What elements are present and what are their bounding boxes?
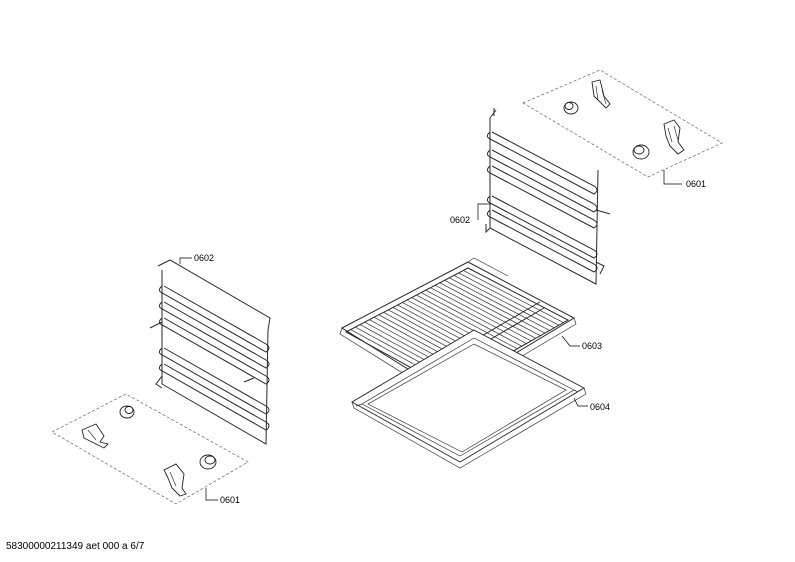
document-id-footer: 58300000211349 aet 000 a 6/7: [6, 541, 145, 552]
leader-left-rack: [179, 257, 192, 264]
bottom-left-clip-bracket-2: [163, 463, 187, 497]
top-right-stopper-2: [632, 144, 650, 160]
label-bottom-left-clips: 0601: [220, 495, 240, 505]
bottom-left-clip-area-outline: [51, 393, 249, 505]
label-wire-shelf: 0603: [582, 341, 602, 351]
label-right-rack: 0602: [450, 215, 470, 225]
wire-shelf-bar: [425, 289, 527, 344]
wire-shelf-bar: [434, 284, 536, 339]
leader-wire-shelf: [561, 335, 580, 347]
bottom-left-clip-bracket-1: [81, 423, 109, 449]
top-right-clip-area-outline: [522, 69, 723, 178]
label-left-rack: 0602: [194, 253, 214, 263]
wire-shelf-bar: [458, 272, 559, 326]
label-baking-tray: 0604: [590, 402, 610, 412]
leader-top-right-clips: [663, 170, 682, 185]
right-rack-runners: [486, 131, 598, 273]
bottom-left-clip-group: 0601: [51, 393, 249, 505]
left-rack-runners: [158, 285, 270, 431]
label-top-right-clips: 0601: [686, 179, 706, 189]
leader-baking-tray: [573, 397, 588, 407]
wire-shelf-bar: [430, 287, 532, 342]
top-right-stopper-1: [563, 101, 579, 115]
wire-shelf-bar: [420, 292, 523, 347]
top-right-clip-bracket-2: [663, 119, 685, 155]
leader-bottom-left-clips: [205, 488, 218, 501]
bottom-left-stopper-2: [199, 454, 217, 470]
wire-shelf-bar: [463, 270, 564, 323]
baking-tray: 0604: [351, 329, 610, 469]
wire-shelf-bar: [449, 277, 550, 331]
wire-shelf-bar: [453, 275, 555, 329]
leader-right-rack: [477, 203, 490, 220]
top-right-clip-group: 0601: [522, 69, 723, 189]
left-side-rack: 0602: [149, 253, 271, 445]
wire-shelf-bar: [444, 279, 546, 334]
right-side-rack: 0602: [450, 108, 611, 285]
bottom-left-stopper-1: [119, 405, 135, 419]
top-right-clip-bracket-1: [591, 79, 611, 109]
wire-shelf-bar: [416, 294, 518, 350]
wire-shelf-bar: [439, 282, 541, 337]
